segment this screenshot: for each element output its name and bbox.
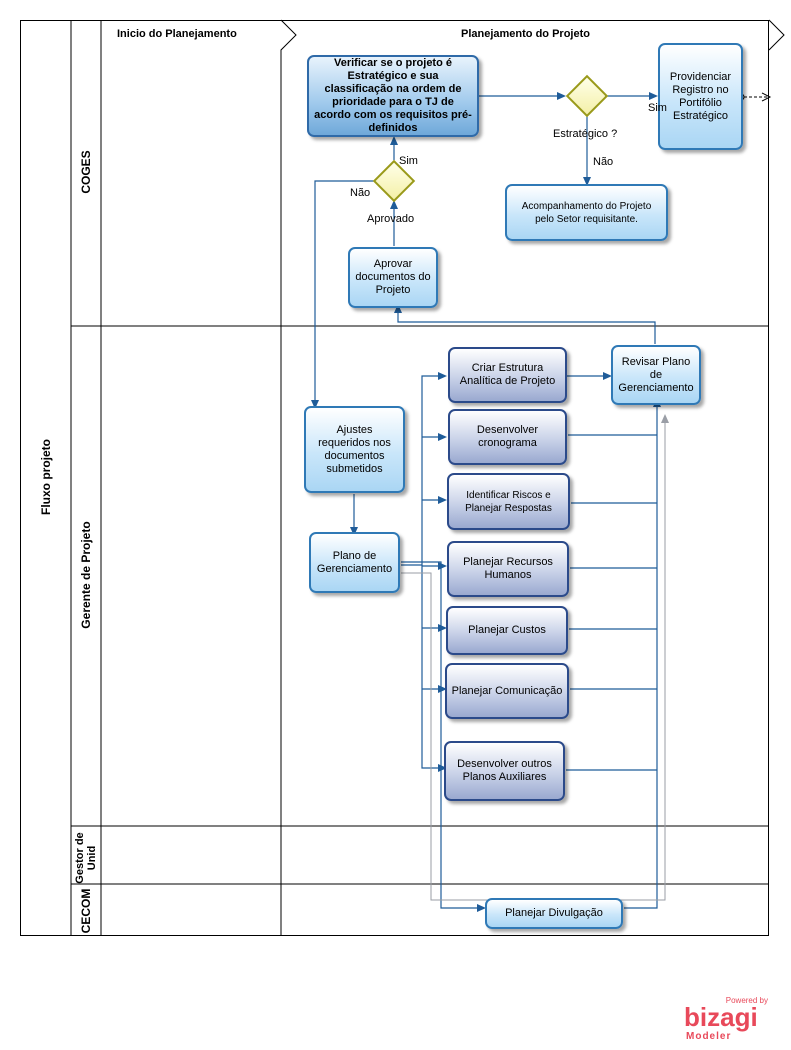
lane-gerente-de-projeto: Gerente de Projeto: [79, 521, 93, 629]
logo-product: Modeler: [686, 1031, 732, 1042]
task-plano-de-gerenciamento[interactable]: Plano de Gerenciamento: [309, 532, 400, 593]
lane-gestor-de-unid: Gestor de Unid: [74, 832, 98, 884]
pool: [20, 20, 769, 936]
phase-inicio-do-planejamento: Inicio do Planejamento: [117, 28, 237, 40]
lane-cecom: CECOM: [79, 888, 93, 934]
task-acompanhamento-projeto[interactable]: Acompanhamento do Projeto pelo Setor req…: [505, 184, 668, 241]
task-planejar-divulgacao[interactable]: Planejar Divulgação: [485, 898, 623, 929]
label-nao-estrategico: Não: [593, 156, 614, 168]
task-ajustes-requeridos[interactable]: Ajustes requeridos nos documentos submet…: [304, 406, 405, 493]
secondary-arrowhead: [661, 414, 669, 423]
task-identificar-riscos[interactable]: Identificar Riscos e Planejar Respostas: [447, 473, 570, 530]
task-verificar-estrategico[interactable]: Verificar se o projeto é Estratégico e s…: [307, 55, 479, 137]
task-desenvolver-cronograma[interactable]: Desenvolver cronograma: [448, 409, 567, 465]
task-aprovar-documentos[interactable]: Aprovar documentos do Projeto: [348, 247, 438, 308]
task-planejar-recursos-humanos[interactable]: Planejar Recursos Humanos: [447, 541, 569, 597]
label-sim-aprovado: Sim: [399, 155, 418, 167]
label-estrategico: Estratégico ?: [553, 128, 618, 140]
label-sim-estrategico: Sim: [648, 102, 667, 114]
task-planejar-custos[interactable]: Planejar Custos: [446, 606, 568, 655]
secondary-flow: [401, 420, 666, 901]
task-providenciar-registro[interactable]: Providenciar Registro no Portifólio Estr…: [658, 43, 743, 150]
label-aprovado: Aprovado: [367, 213, 415, 225]
pool-title: Fluxo projeto: [39, 439, 53, 515]
logo-powered-by: Powered by: [725, 996, 768, 1005]
grid-lines: [70, 19, 785, 936]
task-revisar-plano[interactable]: Revisar Plano de Gerenciamento: [611, 345, 701, 405]
phase-planejamento-do-projeto: Planejamento do Projeto: [461, 28, 590, 40]
task-desenvolver-outros-planos[interactable]: Desenvolver outros Planos Auxiliares: [444, 741, 565, 801]
lane-coges: COGES: [79, 150, 93, 194]
logo-brand: bizagi: [684, 1002, 758, 1032]
task-criar-eap[interactable]: Criar Estrutura Analítica de Projeto: [448, 347, 567, 403]
bizagi-logo: Powered by bizagi Modeler: [684, 996, 774, 1044]
task-planejar-comunicacao[interactable]: Planejar Comunicação: [445, 663, 569, 719]
label-nao-aprovado: Não: [350, 187, 371, 199]
